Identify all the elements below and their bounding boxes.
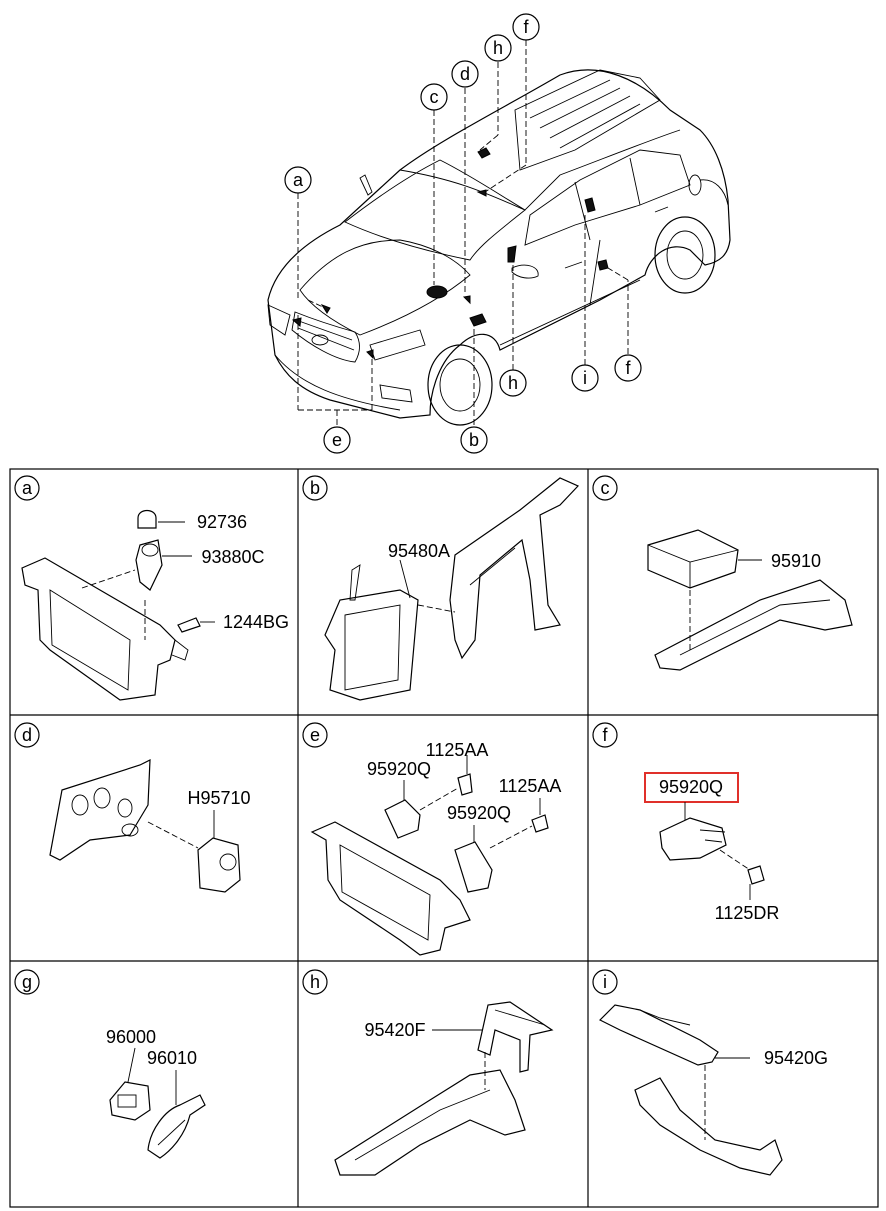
callout-c-circle — [420, 83, 448, 111]
callout-b: b — [469, 430, 479, 450]
callout-a: a — [293, 170, 304, 190]
callout-h-top-circle — [484, 34, 512, 62]
callout-h-bottom-circle — [499, 369, 527, 397]
highlight-box — [644, 772, 739, 803]
panel-i: i 95420G — [592, 969, 828, 1176]
part-95920q-right: 95920Q — [447, 803, 511, 823]
callout-a-circle — [284, 166, 312, 194]
panel-d-badge — [14, 722, 40, 748]
part-95910: 95910 — [771, 551, 821, 571]
panel-a: a 92736 93880C 1244BG — [14, 475, 289, 701]
vehicle-illustration — [267, 69, 731, 426]
callout-f-bottom-circle — [614, 354, 642, 382]
part-93880c: 93880C — [201, 547, 264, 567]
callout-d: d — [460, 64, 470, 84]
callout-f-top: f — [523, 17, 529, 37]
panel-h: h 95420F — [302, 969, 554, 1176]
panel-b-badge — [302, 475, 328, 501]
panel-g-letter: g — [22, 972, 32, 992]
part-96010: 96010 — [147, 1048, 197, 1068]
panel-a-letter: a — [22, 478, 33, 498]
callout-f-bottom: f — [625, 358, 631, 378]
panel-f: f 95920Q 1125DR — [592, 722, 780, 923]
callout-e-circle — [323, 426, 351, 454]
part-95920q-left: 95920Q — [367, 759, 431, 779]
panel-g-badge — [14, 969, 40, 995]
part-96000: 96000 — [106, 1027, 156, 1047]
callout-h-bottom: h — [508, 373, 518, 393]
panel-c-badge — [592, 475, 618, 501]
part-92736: 92736 — [197, 512, 247, 532]
callout-c: c — [430, 87, 439, 107]
panel-d-letter: d — [22, 725, 32, 745]
panel-e-letter: e — [310, 725, 320, 745]
part-95480a: 95480A — [388, 541, 450, 561]
panel-e: e 1125AA 95920Q 1125AA 95920Q — [302, 722, 562, 956]
detail-grid — [9, 468, 879, 1208]
panel-f-badge — [592, 722, 618, 748]
callout-e: e — [332, 430, 342, 450]
part-95420f: 95420F — [364, 1020, 425, 1040]
part-h95710: H95710 — [187, 788, 250, 808]
overview-callouts: a b c d e f f h h i — [284, 13, 642, 454]
panel-c-letter: c — [601, 478, 610, 498]
panel-f-letter: f — [602, 725, 608, 745]
panel-d: d H95710 — [14, 722, 251, 893]
part-95920q-highlighted: 95920Q — [659, 777, 723, 797]
panel-b-letter: b — [310, 478, 320, 498]
part-1125aa-top: 1125AA — [426, 740, 489, 760]
panel-h-badge — [302, 969, 328, 995]
panel-i-letter: i — [603, 972, 607, 992]
panel-i-badge — [592, 969, 618, 995]
panel-e-badge — [302, 722, 328, 748]
part-1125dr: 1125DR — [715, 903, 780, 923]
callout-leaders — [297, 40, 629, 427]
panel-c: c 95910 — [592, 475, 853, 671]
callout-f-top-circle — [512, 13, 540, 41]
callout-b-circle — [460, 426, 488, 454]
part-95420g: 95420G — [764, 1048, 828, 1068]
panel-a-badge — [14, 475, 40, 501]
part-1244bg: 1244BG — [223, 612, 289, 632]
panel-h-letter: h — [310, 972, 320, 992]
part-1125aa-right: 1125AA — [499, 776, 562, 796]
callout-h-top: h — [493, 38, 503, 58]
callout-i: i — [583, 368, 587, 388]
callout-d-circle — [451, 60, 479, 88]
callout-i-circle — [571, 364, 599, 392]
panel-g: g 96000 96010 — [14, 969, 206, 1159]
panel-b: b 95480A — [302, 475, 580, 701]
